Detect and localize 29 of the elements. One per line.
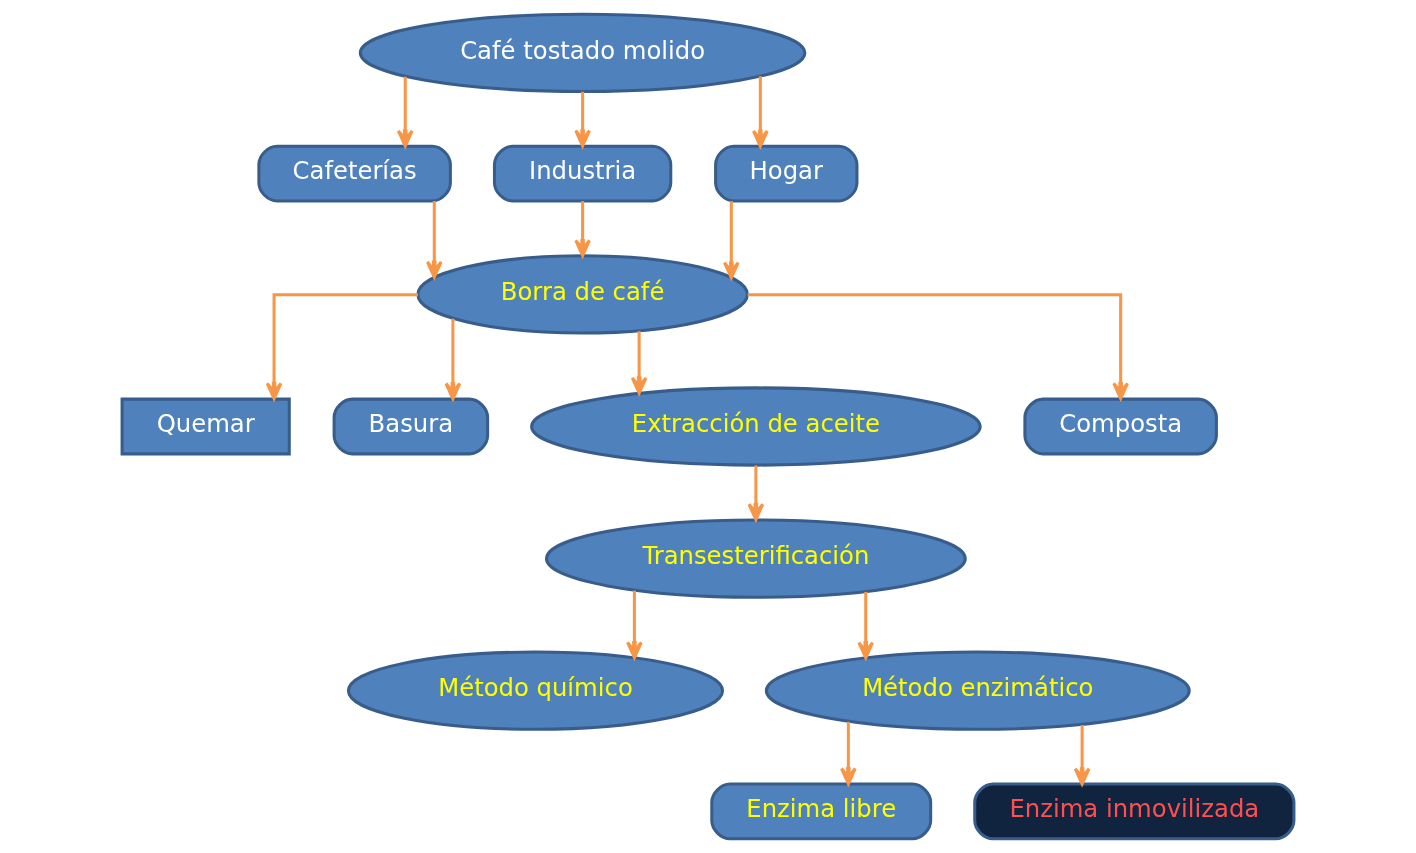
arrow <box>722 201 740 280</box>
arrow <box>444 318 462 401</box>
arrow <box>626 590 643 660</box>
node-ellipse: Extracción de aceite <box>530 386 982 467</box>
arrow <box>747 465 765 521</box>
arrow <box>752 76 769 148</box>
node-ellipse: Método enzimático <box>764 650 1191 731</box>
node-box: Enzima inmovilizada <box>973 782 1296 841</box>
node-box: Enzima libre <box>710 782 933 841</box>
arrow <box>857 591 875 660</box>
node-ellipse: Borra de café <box>416 254 749 335</box>
arrow <box>265 293 418 401</box>
arrow <box>1073 725 1091 786</box>
node-box: Industria <box>492 144 673 203</box>
node-box: Basura <box>332 397 490 456</box>
arrow <box>574 201 591 258</box>
node-ellipse: Café tostado molido <box>358 12 807 93</box>
arrow <box>425 201 443 279</box>
arrow <box>574 91 591 148</box>
node-ellipse: Transesterificación <box>544 518 967 599</box>
arrow <box>747 293 1129 401</box>
node-box: Cafeterías <box>257 144 452 203</box>
arrow <box>630 331 648 395</box>
node-ellipse: Método químico <box>346 650 725 731</box>
node-box: Composta <box>1023 397 1218 456</box>
arrow <box>840 721 857 786</box>
node-box: Quemar <box>120 397 291 456</box>
arrow <box>396 76 414 148</box>
node-box: Hogar <box>714 144 859 203</box>
